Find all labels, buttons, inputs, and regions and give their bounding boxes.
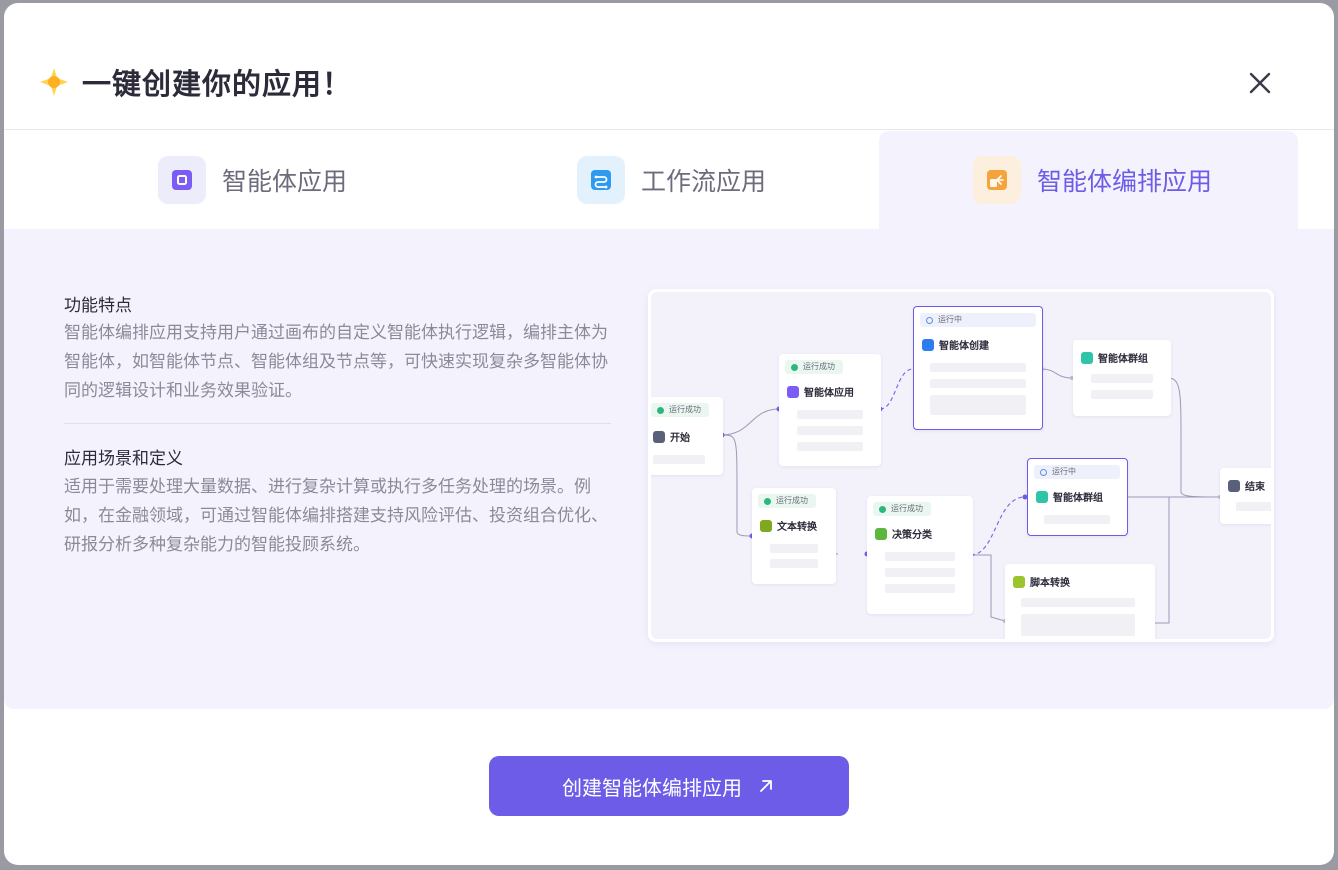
agent-group-icon [1036,490,1048,503]
close-icon[interactable] [1242,65,1278,101]
node-status: 运行成功 [758,494,816,508]
orchestration-icon [973,156,1021,204]
modal-title: 一键创建你的应用！ [82,67,353,101]
node-name: 智能体群组 [1053,493,1103,504]
workflow-icon [577,156,625,204]
node-agent-group-running: 运行中 智能体群组 [1027,458,1128,536]
end-icon [1228,479,1240,492]
sparkle-icon [40,68,68,96]
node-status: 运行成功 [651,403,709,417]
node-name: 结束 [1245,482,1265,493]
node-agent-group: 智能体群组 [1073,340,1171,416]
agent-create-icon [922,338,934,351]
node-decision: 运行成功 决策分类 [867,496,973,614]
node-status: 运行成功 [873,502,931,516]
features-title: 功能特点 [64,296,132,316]
node-end: 结束 [1220,468,1271,524]
tab-label: 智能体编排应用 [1037,167,1213,196]
features-description: 智能体编排应用支持用户通过画布的自定义智能体执行逻辑，编排主体为智能体，如智能体… [64,323,608,401]
node-name: 开始 [670,433,690,444]
node-status: 运行成功 [785,360,843,374]
agent-group-icon [1081,351,1093,364]
tab-label: 工作流应用 [641,167,767,196]
node-agent-app: 运行成功 智能体应用 [779,354,881,466]
start-icon [653,430,665,443]
text-transform-icon [760,519,772,532]
node-start: 运行成功 开始 [651,397,723,475]
create-app-modal: 一键创建你的应用！ 智能体应用 工作流应用 智能体编排应用 功能特点 智能体编 [4,3,1334,865]
create-orchestration-app-button[interactable]: 创建智能体编排应用 [489,756,849,816]
node-text-transform: 运行成功 文本转换 [752,488,836,584]
node-name: 智能体应用 [804,388,854,399]
agent-app-icon [787,385,799,398]
node-status: 运行中 [1034,465,1120,479]
node-agent-create: 运行中 智能体创建 [913,306,1043,430]
tab-content-panel: 功能特点 智能体编排应用支持用户通过画布的自定义智能体执行逻辑，编排主体为智能体… [4,229,1334,709]
tab-label: 智能体应用 [222,167,348,196]
workflow-preview-image: 运行成功 开始 运行成功 智能体应用 运行中 智能体创建 [648,289,1274,642]
node-script-transform: 脚本转换 [1005,564,1155,639]
node-name: 文本转换 [777,522,817,533]
arrow-up-right-icon [760,780,772,792]
app-type-tabs: 智能体应用 工作流应用 智能体编排应用 [4,131,1334,229]
create-button-label: 创建智能体编排应用 [562,775,742,800]
script-icon [1013,575,1025,588]
tab-agent-app[interactable]: 智能体应用 [158,131,458,229]
node-name: 智能体创建 [939,341,989,352]
decision-icon [875,527,887,540]
node-name: 智能体群组 [1098,354,1148,365]
tab-orchestration-app[interactable]: 智能体编排应用 [879,131,1298,229]
title-wrap: 一键创建你的应用！ [38,61,352,103]
divider [64,423,611,424]
scenarios-description: 适用于需要处理大量数据、进行复杂计算或执行多任务处理的场景。例如，在金融领域，可… [64,477,608,555]
workflow-canvas: 运行成功 开始 运行成功 智能体应用 运行中 智能体创建 [651,292,1271,639]
node-name: 决策分类 [892,530,932,541]
scenarios-title: 应用场景和定义 [64,449,183,469]
agent-app-icon [158,156,206,204]
node-status: 运行中 [920,313,1036,327]
node-name: 脚本转换 [1030,578,1070,589]
modal-header: 一键创建你的应用！ [4,3,1334,130]
tab-workflow-app[interactable]: 工作流应用 [577,131,877,229]
